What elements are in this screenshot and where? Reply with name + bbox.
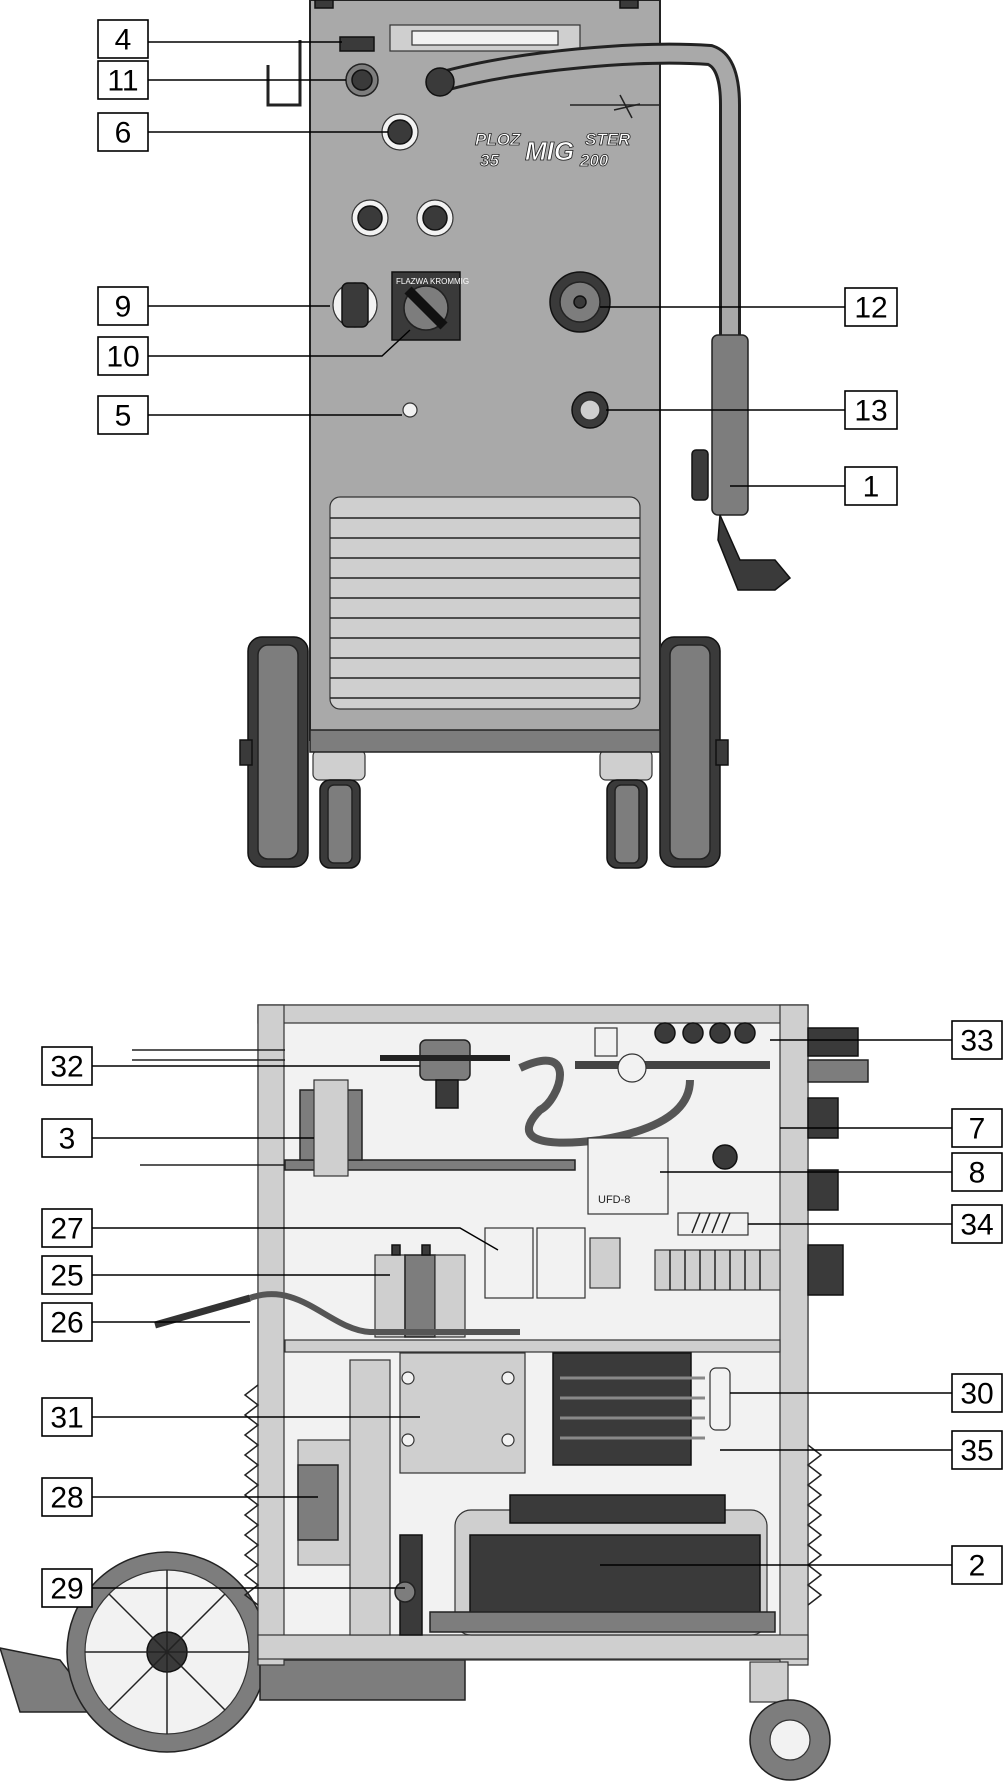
callout-33-label: 33	[960, 1025, 993, 1058]
resistor	[677, 1212, 749, 1236]
callout-1-label: 1	[863, 471, 880, 504]
callout-32-label: 32	[50, 1051, 83, 1084]
callout-6: 6	[97, 112, 149, 152]
contactors	[484, 1227, 621, 1299]
callout-5: 5	[97, 395, 149, 435]
logo-brand: MIG	[525, 136, 574, 166]
callout-34: 34	[951, 1204, 1003, 1244]
callout-34-label: 34	[960, 1209, 993, 1242]
callout-11: 11	[97, 60, 149, 100]
callout-2-label: 2	[969, 1550, 986, 1583]
callout-7-label: 7	[969, 1113, 986, 1146]
front-left-wheel	[239, 636, 309, 868]
water-filter-unit: UFD-8	[587, 1137, 669, 1215]
front-leader-lines	[148, 41, 845, 487]
fuse-row	[594, 1022, 756, 1057]
thermal-indicator	[402, 402, 418, 418]
callout-30: 30	[951, 1373, 1003, 1413]
cooling-fan	[394, 1534, 423, 1636]
callout-10-label: 10	[106, 341, 139, 374]
welding-torch	[691, 334, 792, 591]
logo-model-2: 200	[579, 151, 609, 170]
callout-28-label: 28	[50, 1482, 83, 1515]
callout-9-label: 9	[115, 291, 132, 324]
callout-3: 3	[41, 1118, 93, 1158]
shunt	[709, 1367, 731, 1431]
interior-leader-lines	[92, 1039, 952, 1589]
cabinet-base	[309, 729, 661, 753]
callout-33: 33	[951, 1020, 1003, 1060]
callout-3-label: 3	[59, 1123, 76, 1156]
callout-12: 12	[844, 287, 898, 327]
gas-valve	[380, 1039, 510, 1109]
interior-callouts: 32 3 27 25 26 31 28 29 33 7 8 34 30 35 2	[41, 1020, 1003, 1608]
tap-selector-switch	[332, 282, 378, 328]
callout-7: 7	[951, 1108, 1003, 1148]
callout-4: 4	[97, 19, 149, 59]
callout-29-label: 29	[50, 1573, 83, 1606]
front-right-caster	[599, 749, 653, 869]
callout-8: 8	[951, 1152, 1003, 1192]
callout-29: 29	[41, 1568, 93, 1608]
rear-caster	[749, 1661, 831, 1781]
callout-12-label: 12	[854, 292, 887, 325]
rear-large-wheel	[0, 1551, 268, 1753]
cable-hook	[266, 40, 302, 107]
callout-4-label: 4	[115, 24, 132, 57]
callout-9: 9	[97, 286, 149, 326]
filter-label: UFD-8	[598, 1194, 630, 1206]
logo-word-2: STER	[585, 130, 631, 149]
callout-31: 31	[41, 1397, 93, 1437]
callout-27-label: 27	[50, 1213, 83, 1246]
ventilation-louvres	[329, 496, 641, 710]
callout-28: 28	[41, 1477, 93, 1517]
callout-1: 1	[844, 466, 898, 506]
callout-32: 32	[41, 1046, 93, 1086]
callout-11-label: 11	[107, 65, 138, 98]
rectifier	[399, 1352, 526, 1474]
callout-13: 13	[844, 390, 898, 430]
callout-27: 27	[41, 1208, 93, 1248]
callout-8-label: 8	[969, 1157, 986, 1190]
callout-13-label: 13	[854, 395, 887, 428]
water-tank	[429, 1494, 776, 1636]
brand-logo: PLOZ 35 MIG STER 200	[475, 94, 660, 170]
logo-word-1: PLOZ	[475, 130, 521, 149]
callout-31-label: 31	[50, 1402, 83, 1435]
main-switch	[339, 36, 375, 52]
front-view: PLOZ 35 MIG STER 200 FLAZWA KROMMI	[239, 0, 792, 869]
callout-30-label: 30	[960, 1378, 993, 1411]
front-callouts: 4 11 6 9 10 5 12 13 1	[97, 19, 898, 506]
control-transformer	[299, 1079, 363, 1177]
front-left-caster	[312, 749, 366, 869]
callout-6-label: 6	[115, 117, 132, 150]
callout-10: 10	[97, 336, 149, 376]
callout-26: 26	[41, 1302, 93, 1342]
callout-2: 2	[951, 1545, 1003, 1585]
terminal-block	[654, 1249, 781, 1291]
callout-35: 35	[951, 1430, 1003, 1470]
selector-label-right: KROMMIG	[430, 277, 469, 286]
selector-label-left: FLAZWA	[396, 277, 429, 286]
interior-view: UFD-8	[0, 1004, 869, 1781]
capacitor-bank	[374, 1244, 466, 1338]
callout-5-label: 5	[115, 400, 132, 433]
callout-35-label: 35	[960, 1435, 993, 1468]
main-transformer	[552, 1352, 705, 1466]
callout-25-label: 25	[50, 1260, 83, 1293]
callout-26-label: 26	[50, 1307, 83, 1340]
logo-model-1: 35	[480, 151, 499, 170]
torch-connector	[425, 67, 455, 97]
front-right-wheel	[659, 636, 729, 868]
callout-25: 25	[41, 1255, 93, 1295]
mode-selector-switch: FLAZWA KROMMIG	[391, 271, 469, 341]
